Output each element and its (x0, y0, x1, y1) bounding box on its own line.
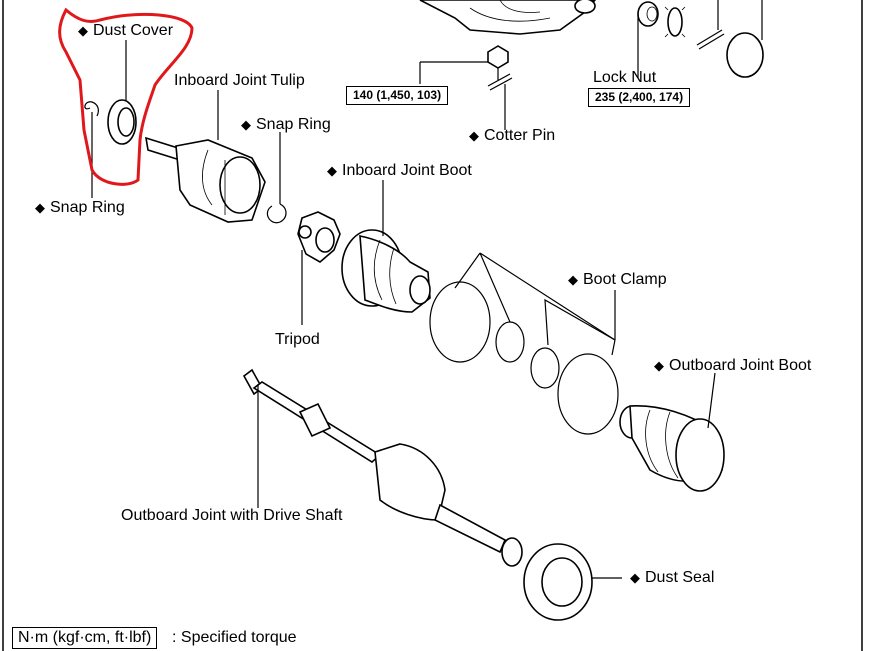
label-outboard-joint-boot: ◆Outboard Joint Boot (654, 357, 812, 374)
axle-hub-end (637, 1, 659, 78)
outboard-joint-boot-part (619, 372, 725, 492)
legend-units-box: N·m (kgf·cm, ft·lbf) (12, 627, 158, 649)
inboard-joint-boot-part (341, 180, 431, 313)
inboard-joint-tulip-part (144, 90, 266, 223)
label-dust-seal: ◆Dust Seal (630, 569, 715, 586)
cotter-pin-part (487, 73, 513, 130)
grease-cap (726, 0, 764, 78)
snap-ring-left-part (84, 101, 99, 117)
marker-diamond: ◆ (654, 358, 664, 373)
dust-cover-part (107, 40, 137, 145)
steering-knuckle (419, 0, 597, 35)
snap-ring-mid-part (266, 132, 287, 224)
label-outboard-joint-drive-shaft: Outboard Joint with Drive Shaft (121, 507, 343, 524)
hub-cotter-pin (696, 0, 725, 50)
label-lock-nut: Lock Nut (593, 69, 657, 86)
label-cotter-pin: ◆Cotter Pin (469, 127, 556, 144)
label-snap-ring-mid: ◆Snap Ring (241, 116, 331, 133)
marker-diamond: ◆ (327, 163, 337, 178)
label-inboard-joint-boot: ◆Inboard Joint Boot (327, 162, 472, 179)
tripod-part (297, 211, 341, 325)
marker-diamond: ◆ (78, 23, 88, 38)
marker-diamond: ◆ (241, 117, 251, 132)
dust-seal-part (523, 543, 622, 621)
boot-clamps (429, 252, 619, 435)
label-boot-clamp: ◆Boot Clamp (568, 271, 667, 288)
torque-castle-nut: 140 (1,450, 103) (346, 86, 449, 105)
marker-diamond: ◆ (630, 570, 640, 585)
label-snap-ring-left: ◆Snap Ring (35, 199, 125, 216)
marker-diamond: ◆ (568, 272, 578, 287)
legend-text: : Specified torque (172, 629, 297, 646)
label-tripod: Tripod (275, 331, 320, 348)
marker-diamond: ◆ (35, 200, 45, 215)
outboard-joint-drive-shaft-part (242, 368, 523, 567)
marker-diamond: ◆ (469, 128, 479, 143)
lock-nut-washer (664, 6, 686, 38)
label-inboard-joint-tulip: Inboard Joint Tulip (174, 72, 305, 89)
label-dust-cover: ◆Dust Cover (78, 22, 174, 39)
castle-nut (419, 45, 509, 84)
annotation-circle (58, 7, 194, 186)
torque-lock-nut: 235 (2,400, 174) (588, 88, 691, 107)
